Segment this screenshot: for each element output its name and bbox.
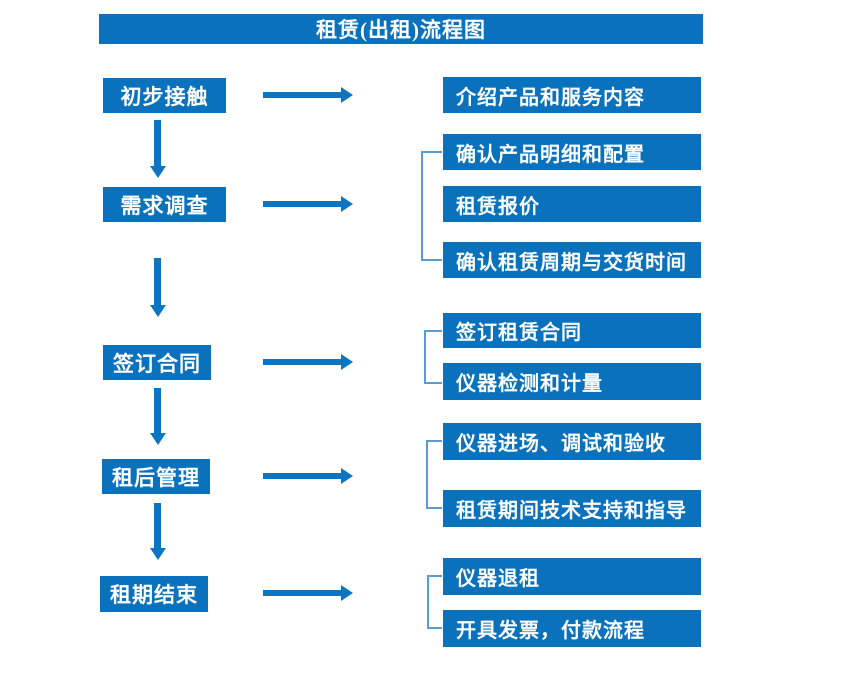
stage-box-sign-contract: 签订合同 [103, 345, 211, 380]
detail-box-tech-support: 租赁期间技术支持和指导 [443, 490, 701, 527]
group-bracket-demand-survey [421, 151, 442, 261]
arrow-shaft [154, 388, 161, 434]
down-arrow-2 [150, 258, 166, 317]
arrow-shaft [263, 590, 342, 596]
detail-box-confirm-rental-period: 确认租赁周期与交货时间 [443, 242, 701, 278]
detail-label: 仪器进场、调试和验收 [456, 433, 666, 455]
detail-label: 开具发票，付款流程 [456, 620, 645, 642]
stage-label: 租期结束 [110, 583, 198, 607]
detail-label: 仪器退租 [456, 568, 540, 590]
arrow-shaft [263, 473, 342, 479]
arrow-shaft [263, 92, 342, 98]
group-bracket-rental-end [427, 575, 442, 629]
detail-label: 介绍产品和服务内容 [456, 86, 645, 109]
detail-box-instrument-return: 仪器退租 [443, 558, 701, 595]
chart-title-bar: 租赁(出租)流程图 [99, 14, 703, 44]
chart-title: 租赁(出租)流程图 [316, 18, 486, 42]
detail-box-instrument-setup: 仪器进场、调试和验收 [443, 423, 701, 460]
stage-label: 租后管理 [112, 465, 200, 490]
detail-box-rental-quote: 租赁报价 [443, 186, 701, 222]
arrow-head-icon [341, 468, 353, 484]
arrow-shaft [154, 120, 161, 167]
detail-label: 租赁报价 [456, 195, 540, 218]
group-bracket-sign-contract [424, 330, 442, 384]
detail-box-introduce-products: 介绍产品和服务内容 [443, 77, 701, 113]
detail-label: 签订租赁合同 [456, 322, 582, 344]
right-arrow-5 [263, 585, 353, 601]
stage-box-post-rental-management: 租后管理 [102, 459, 210, 494]
arrow-head-icon [341, 196, 353, 212]
group-bracket-post-rental [426, 440, 442, 509]
stage-label: 初步接触 [120, 84, 209, 109]
arrow-head-icon [150, 166, 166, 178]
arrow-head-icon [150, 433, 166, 445]
right-arrow-3 [263, 354, 353, 370]
arrow-head-icon [341, 354, 353, 370]
detail-box-sign-rental-contract: 签订租赁合同 [443, 313, 701, 348]
detail-box-invoice-payment: 开具发票，付款流程 [443, 610, 701, 647]
arrow-head-icon [341, 87, 353, 103]
detail-label: 确认产品明细和配置 [456, 143, 645, 166]
stage-box-initial-contact: 初步接触 [103, 78, 226, 113]
right-arrow-1 [263, 87, 353, 103]
arrow-head-icon [150, 305, 166, 317]
right-arrow-2 [263, 196, 353, 212]
arrow-shaft [154, 503, 161, 549]
detail-label: 租赁期间技术支持和指导 [456, 500, 687, 522]
stage-label: 需求调查 [120, 193, 209, 218]
stage-box-rental-end: 租期结束 [100, 576, 208, 612]
detail-box-confirm-product-details: 确认产品明细和配置 [443, 134, 701, 170]
arrow-head-icon [150, 548, 166, 560]
stage-label: 签订合同 [113, 351, 201, 376]
arrow-shaft [263, 359, 342, 365]
down-arrow-3 [150, 388, 166, 445]
stage-box-demand-survey: 需求调查 [103, 187, 226, 222]
down-arrow-1 [150, 120, 166, 178]
down-arrow-4 [150, 503, 166, 560]
arrow-head-icon [341, 585, 353, 601]
detail-box-instrument-testing: 仪器检测和计量 [443, 363, 701, 400]
arrow-shaft [154, 258, 161, 306]
right-arrow-4 [263, 468, 353, 484]
arrow-shaft [263, 201, 342, 207]
detail-label: 仪器检测和计量 [456, 373, 603, 395]
detail-label: 确认租赁周期与交货时间 [456, 251, 687, 274]
